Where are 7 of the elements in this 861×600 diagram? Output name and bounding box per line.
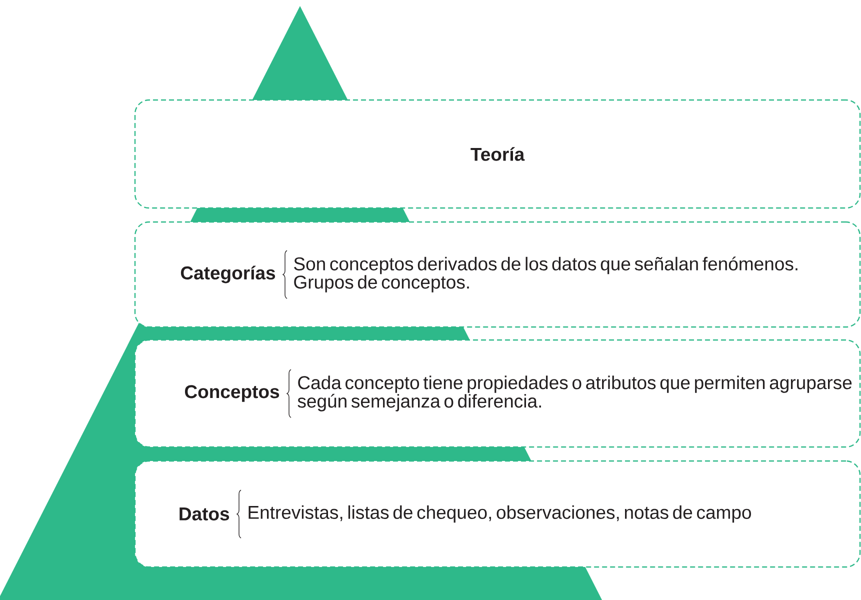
heading: Teoría [470, 147, 525, 161]
description: Cada concepto tiene propiedades o atributos que permiten agruparse según semejanza o diferencia. [298, 376, 852, 412]
heading: Categorías [180, 266, 276, 284]
heading: Datos [180, 508, 230, 520]
description: Entrevistas, listas de chequeo, observaciones, notas de campo [248, 505, 751, 523]
description: Son conceptos derivados de los datos que señalan fenómenos. Grupos de conceptos. [294, 256, 798, 292]
heading: Conceptos [184, 385, 280, 402]
